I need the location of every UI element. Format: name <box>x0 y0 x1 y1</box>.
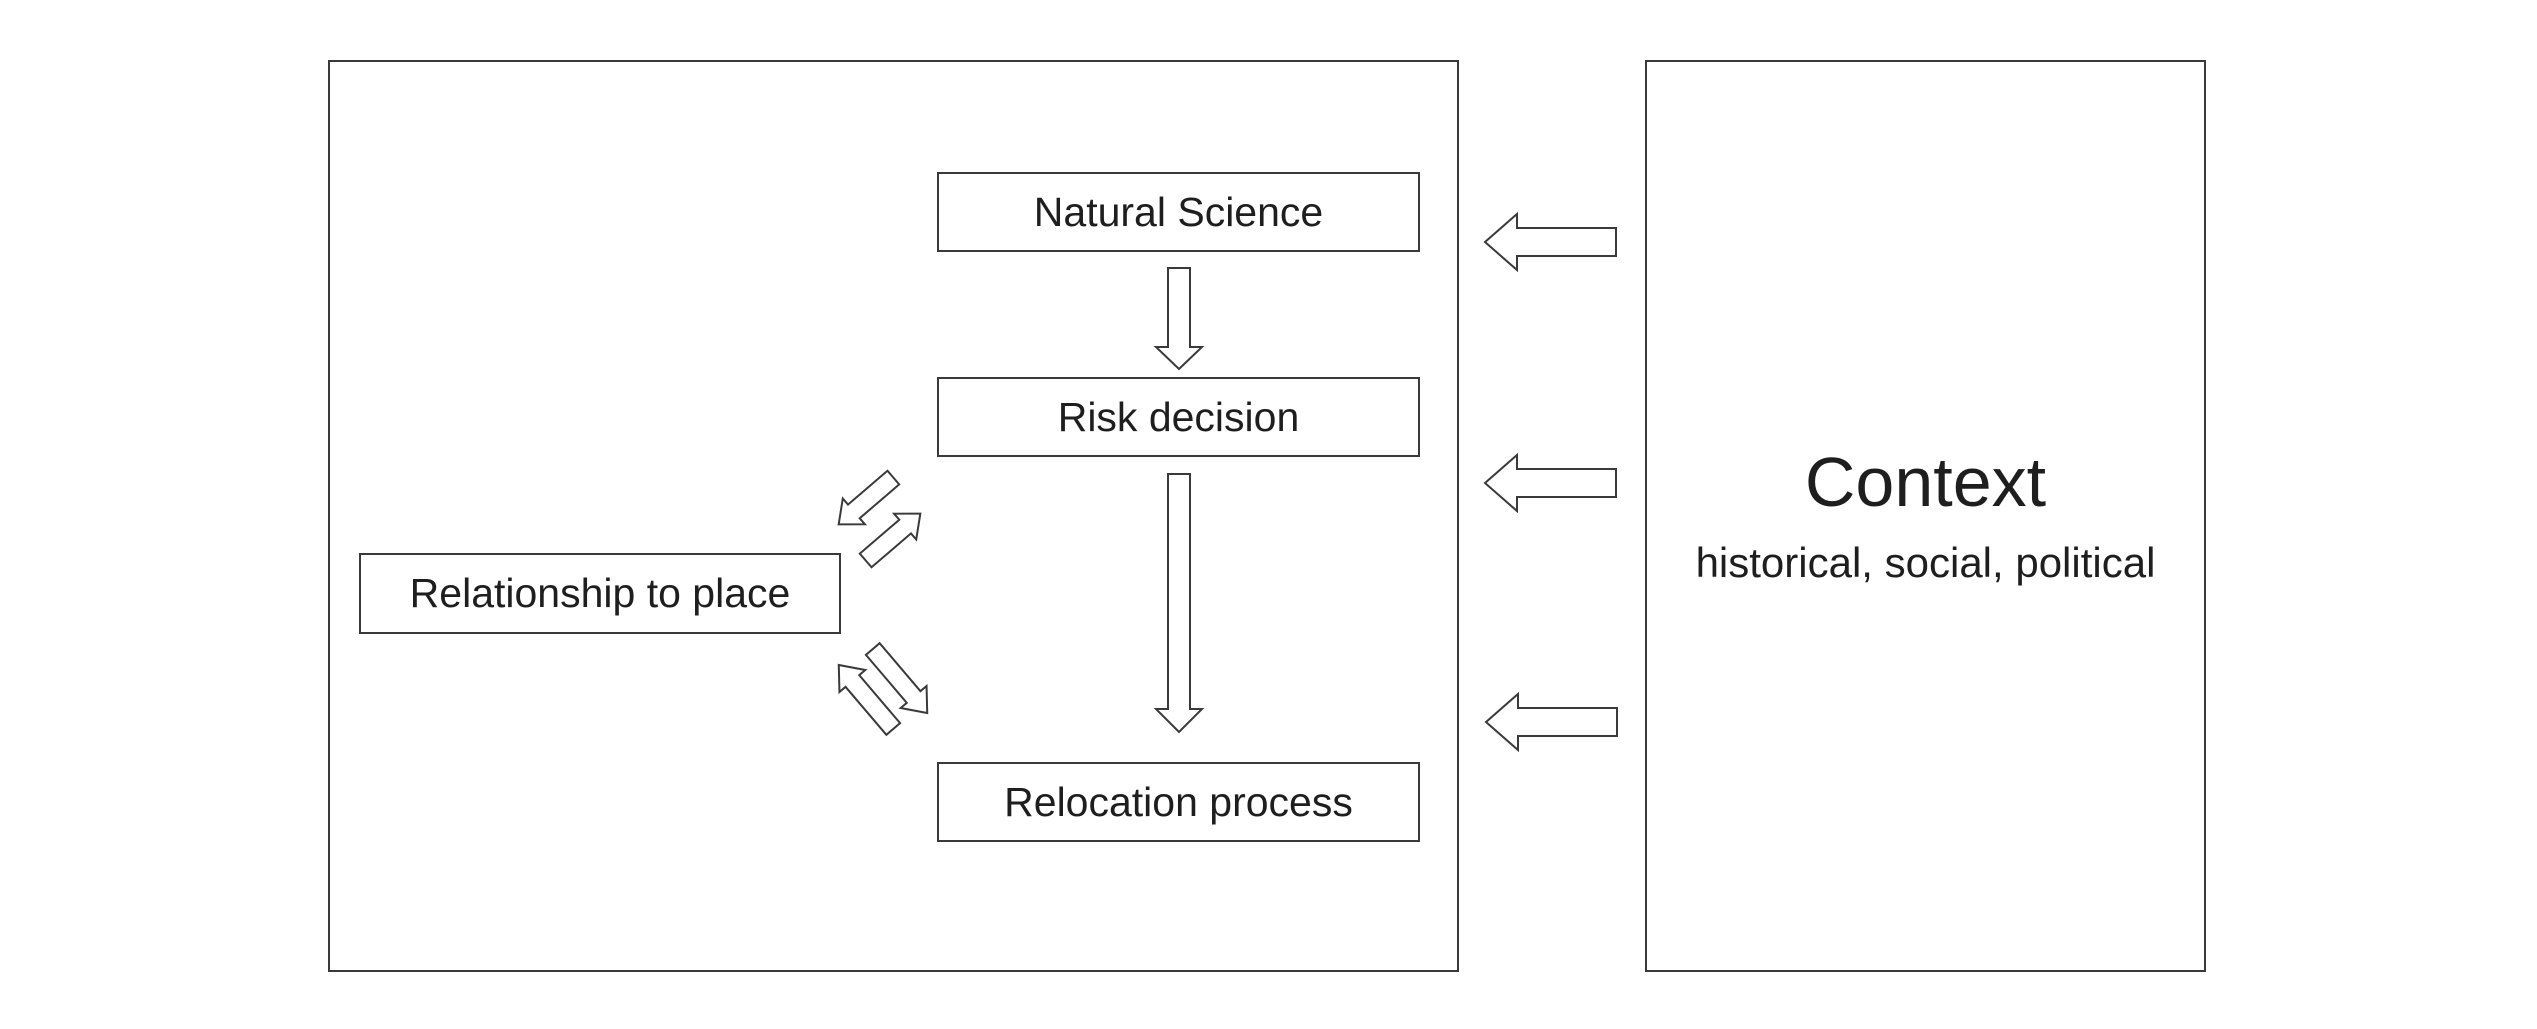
context-subtitle: historical, social, political <box>1695 539 2156 586</box>
node-natural-science: Natural Science <box>937 172 1420 252</box>
node-natural-science-label: Natural Science <box>1033 188 1324 235</box>
arrow-context-to-risk <box>1483 452 1617 514</box>
arrow-risk-to-relationship <box>837 469 901 526</box>
context-title: Context <box>1804 443 2047 521</box>
node-relocation-process: Relocation process <box>937 762 1420 842</box>
arrow-relationship-to-risk <box>858 512 922 569</box>
node-relocation-process-label: Relocation process <box>1004 778 1353 825</box>
node-relationship-to-place: Relationship to place <box>359 553 841 634</box>
arrow-context-to-science <box>1483 211 1617 273</box>
arrow-relocation-to-relationship <box>837 663 902 737</box>
arrow-science-to-risk <box>1153 267 1205 371</box>
node-relationship-to-place-label: Relationship to place <box>409 570 791 616</box>
node-risk-decision: Risk decision <box>937 377 1420 457</box>
arrow-risk-to-relocation <box>1153 473 1205 734</box>
context-frame <box>1645 60 2206 972</box>
arrow-context-to-relocation <box>1484 691 1618 753</box>
arrow-relationship-to-relocation <box>864 641 929 715</box>
node-risk-decision-label: Risk decision <box>1057 393 1300 440</box>
